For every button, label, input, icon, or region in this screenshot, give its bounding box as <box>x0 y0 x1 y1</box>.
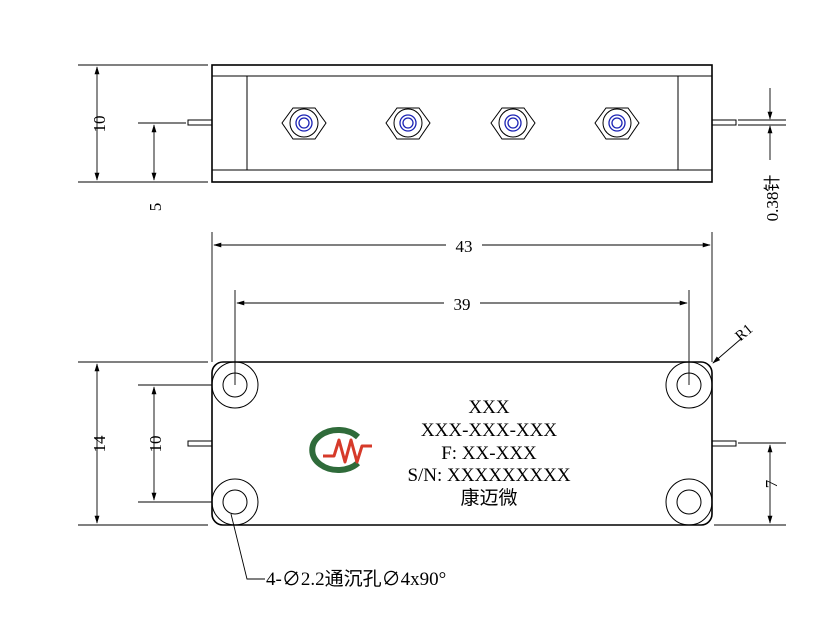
kmw-logo <box>309 427 372 473</box>
dim-pin-offset: 7 <box>762 479 781 488</box>
right-pin <box>711 119 737 126</box>
dim-top-height: 10 <box>90 116 109 133</box>
dim-overall-length: 43 <box>456 237 473 256</box>
connector-3 <box>490 107 536 140</box>
front-right-pin <box>711 440 737 447</box>
left-pin <box>187 119 213 126</box>
hole-note: 4-∅2.2通沉孔∅4x90° <box>266 568 446 590</box>
front-left-pin <box>187 440 213 447</box>
label-brand: 康迈微 <box>460 487 517 509</box>
dim-hole-vertical-spacing: 10 <box>146 436 165 453</box>
front-view: 43 39 R1 14 <box>78 232 786 590</box>
dim-pin-diameter: 0.38针 <box>763 175 782 222</box>
connector-2 <box>385 107 431 140</box>
label-part-number: XXX-XXX-XXX <box>421 420 557 441</box>
dim-top-offset: 5 <box>146 203 165 212</box>
connector-4 <box>594 107 640 140</box>
dim-hole-spacing: 39 <box>454 295 471 314</box>
mounting-hole-bottom-left <box>211 478 259 526</box>
label-serial: S/N: XXXXXXXXX <box>407 465 570 486</box>
connector-1 <box>281 107 327 140</box>
dim-corner-radius: R1 <box>733 321 757 345</box>
dim-overall-height: 14 <box>90 435 109 453</box>
mounting-hole-top-right <box>665 361 713 409</box>
label-model: XXX <box>468 397 509 418</box>
mounting-hole-bottom-right <box>665 478 713 526</box>
label-frequency: F: XX-XXX <box>441 443 537 464</box>
top-view: 10 5 0.38针 <box>78 64 786 222</box>
top-view-body <box>211 64 713 183</box>
